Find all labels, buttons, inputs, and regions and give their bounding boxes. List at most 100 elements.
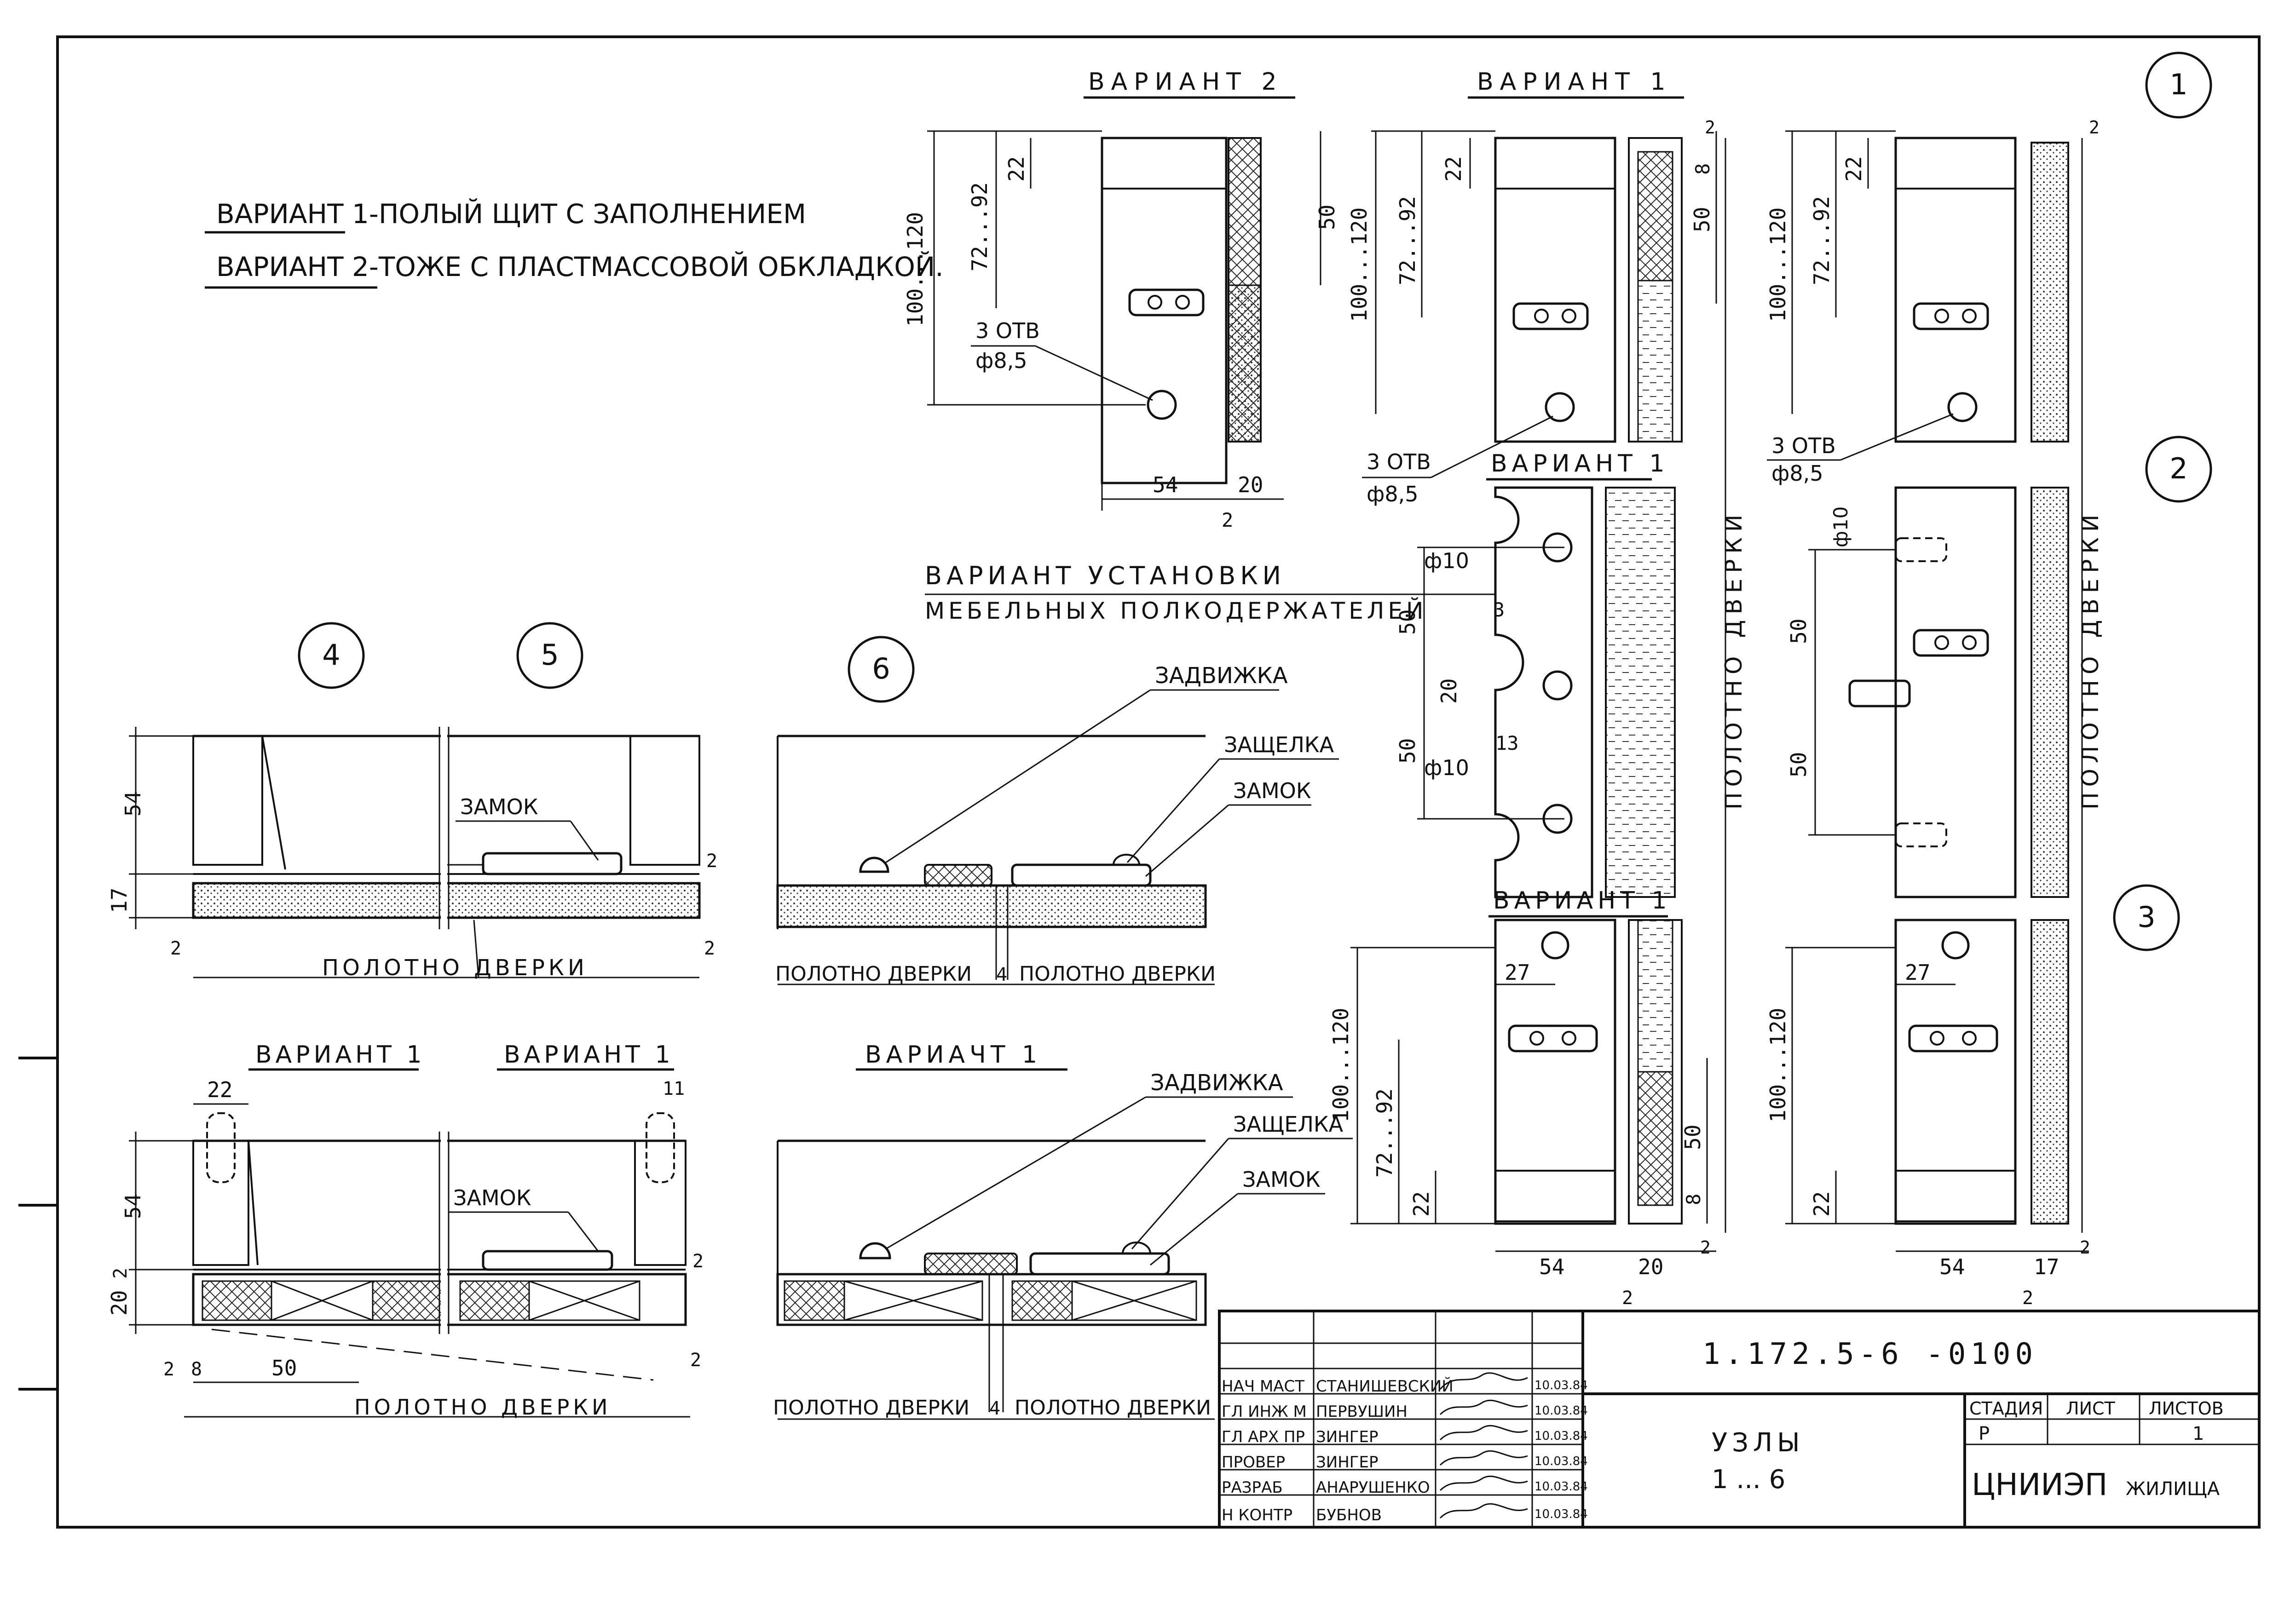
signature-row-3: ПРОВЕР ЗИНГЕР 10.03.84 xyxy=(1222,1450,1588,1472)
dim-20: 20 xyxy=(1638,1254,1663,1279)
dim-50: 50 xyxy=(1395,610,1420,635)
dim-72-92: 72...92 xyxy=(1809,196,1834,285)
svg-text:6: 6 xyxy=(872,652,890,685)
dim-22: 22 xyxy=(207,1077,232,1102)
svg-text:Н КОНТР: Н КОНТР xyxy=(1222,1506,1292,1524)
variant-notes: ВАРИАНТ 1-ПОЛЫЙ ЩИТ С ЗАПОЛНЕНИЕМ ВАРИАН… xyxy=(205,198,944,289)
bottom-left-variants: ВАРИАНТ 1 ВАРИАНТ 1 ЗАМОК 54 2 20 22 xyxy=(107,1041,704,1420)
phi10-label: ф10 xyxy=(1424,548,1469,573)
door-leaf-label: ПОЛОТНО ДВЕРКИ xyxy=(354,1395,611,1420)
svg-text:ЗИНГЕР: ЗИНГЕР xyxy=(1316,1453,1379,1472)
phi10-label: ф10 xyxy=(1829,506,1852,547)
dim-4: 4 xyxy=(989,1398,1000,1419)
dim-54: 54 xyxy=(1539,1254,1564,1279)
dim-20: 20 xyxy=(1436,678,1461,704)
node-3-variant-2: 100...120 22 27 54 17 2 2 xyxy=(1765,919,2090,1309)
svg-text:НАЧ МАСТ: НАЧ МАСТ xyxy=(1222,1377,1304,1396)
signature-row-5: Н КОНТР БУБНОВ 10.03.84 xyxy=(1222,1503,1588,1524)
holes-label: 3 ОТВ xyxy=(1367,449,1431,474)
door-leaf-left: ПОЛОТНО ДВЕРКИ xyxy=(775,962,972,986)
svg-text:АНАРУШЕНКО: АНАРУШЕНКО xyxy=(1316,1478,1430,1497)
heading-var1-b2: ВАРИАНТ 1 xyxy=(504,1041,674,1069)
dim-4: 4 xyxy=(996,964,1007,985)
doc-code: 1.172.5-6 -0100 xyxy=(1702,1337,2037,1371)
svg-text:3: 3 xyxy=(2137,900,2155,934)
dim-2: 2 xyxy=(2080,1237,2090,1258)
hole-dia-label: ф8,5 xyxy=(1367,482,1418,506)
note-variant2: ВАРИАНТ 2-ТОЖЕ С ПЛАСТМАССОВОЙ ОБКЛАДКОЙ… xyxy=(216,251,944,282)
signature-row-4: РАЗРАБ АНАРУШЕНКО 10.03.84 xyxy=(1222,1475,1588,1497)
svg-text:10.03.84: 10.03.84 xyxy=(1535,1404,1588,1418)
door-leaf-vertical: ПОЛОТНО ДВЕРКИ xyxy=(2077,509,2104,810)
latch-label: ЗАЩЕЛКА xyxy=(1233,1112,1344,1137)
dim-2: 2 xyxy=(2022,1288,2033,1309)
dim-2: 2 xyxy=(1700,1237,1711,1258)
dim-50: 50 xyxy=(271,1356,297,1380)
dim-54: 54 xyxy=(1153,472,1178,497)
svg-text:4: 4 xyxy=(322,638,340,672)
dim-2: 2 xyxy=(2089,117,2100,138)
bottom-middle-variant: ВАРИАЧТ 1 ЗАДВИЖКА ЗАЩЕЛКА ЗАМОК ПОЛОТНО… xyxy=(773,1041,1353,1420)
node-marker-6: 6 xyxy=(848,636,915,703)
dim-17: 17 xyxy=(107,888,132,913)
org-sub: ЖИЛИЩА xyxy=(2126,1478,2220,1500)
shelf-title-1: ВАРИАНТ УСТАНОВКИ xyxy=(925,561,1286,590)
dim-27: 27 xyxy=(1905,960,1930,985)
dim-22: 22 xyxy=(1841,156,1866,182)
dim-2: 2 xyxy=(163,1359,174,1380)
bolt-label: ЗАДВИЖКА xyxy=(1155,663,1288,689)
hole-circle xyxy=(1147,390,1177,420)
dim-50: 50 xyxy=(1690,207,1714,232)
dim-50: 50 xyxy=(1315,205,1339,230)
dim-3: 3 xyxy=(1493,598,1505,621)
svg-text:ЗИНГЕР: ЗИНГЕР xyxy=(1316,1428,1379,1446)
dim-100-120: 100...120 xyxy=(1328,1008,1353,1122)
svg-text:ГЛ ИНЖ М: ГЛ ИНЖ М xyxy=(1222,1403,1307,1421)
heading-var1-b1: ВАРИАНТ 1 xyxy=(255,1041,426,1069)
sheet-frame xyxy=(56,35,2261,1529)
stage-header: СТАДИЯ xyxy=(1969,1398,2043,1419)
hole-dia-label: ф8,5 xyxy=(1771,461,1823,486)
signature-scribble xyxy=(1439,1450,1528,1466)
node-4-5-section: 54 17 2 2 2 ЗАМОК ПОЛОТНО ДВЕРКИ xyxy=(107,727,717,981)
sheet-title-2: 1 ... 6 xyxy=(1712,1465,1785,1495)
heading-var1-top: ВАРИАНТ 1 xyxy=(1477,68,1672,96)
shelf-holder-variant-2: ф10 50 50 ПОЛОТНО ДВЕРКИ xyxy=(1786,138,2104,1233)
dim-2: 2 xyxy=(706,851,717,872)
node-1-variant-1: ВАРИАНТ 1 100...120 72...92 22 50 8 2 3 … xyxy=(1347,68,1717,506)
heading-var1-mid: ВАРИАНТ 1 xyxy=(1491,450,1669,477)
node-marker-5: 5 xyxy=(516,622,583,689)
node-1-variant-2: ВАРИАНТ 2 100...120 72...92 22 50 54 20 … xyxy=(903,68,1339,531)
dim-2: 2 xyxy=(1622,1288,1633,1309)
shelf-title-2: МЕБЕЛЬНЫХ ПОЛКОДЕРЖАТЕЛЕЙ xyxy=(925,597,1427,624)
svg-text:5: 5 xyxy=(541,638,559,672)
dim-20: 20 xyxy=(107,1290,132,1316)
heading-var1-b3: ВАРИАЧТ 1 xyxy=(865,1041,1042,1069)
svg-text:10.03.84: 10.03.84 xyxy=(1535,1480,1588,1494)
shelf-holder-variant: ВАРИАНТ 1 ВАРИАНТ УСТАНОВКИ МЕБЕЛЬНЫХ ПО… xyxy=(925,138,1747,1233)
node-marker-4: 4 xyxy=(298,622,365,689)
dim-100-120: 100...120 xyxy=(1347,207,1372,322)
phi10-label: ф10 xyxy=(1424,755,1469,780)
dim-72-92: 72...92 xyxy=(967,182,992,271)
node-1-variant-3: 100...120 72...92 22 2 3 ОТВ ф8,5 xyxy=(1765,117,2100,486)
svg-text:ГЛ АРХ ПР: ГЛ АРХ ПР xyxy=(1222,1428,1305,1446)
dim-2: 2 xyxy=(690,1350,701,1371)
dim-2: 2 xyxy=(110,1268,131,1279)
svg-text:2: 2 xyxy=(2169,452,2187,485)
dim-2: 2 xyxy=(170,938,181,959)
svg-text:БУБНОВ: БУБНОВ xyxy=(1316,1506,1382,1524)
holes-label: 3 ОТВ xyxy=(1771,433,1836,458)
dim-50: 50 xyxy=(1786,619,1811,644)
node-6-section: ЗАДВИЖКА ЗАЩЕЛКА ЗАМОК ПОЛОТНО ДВЕРКИ 4 … xyxy=(775,663,1339,986)
sheets-header: ЛИСТОВ xyxy=(2149,1398,2224,1419)
stage-value: Р xyxy=(1979,1423,1990,1444)
title-block: 1.172.5-6 -0100 УЗЛЫ 1 ... 6 СТАДИЯ ЛИСТ… xyxy=(1218,1310,2261,1529)
svg-text:ПЕРВУШИН: ПЕРВУШИН xyxy=(1316,1403,1408,1421)
signature-scribble xyxy=(1439,1425,1528,1441)
dim-54: 54 xyxy=(121,1194,145,1219)
dim-54: 54 xyxy=(1939,1254,1965,1279)
note-variant1: ВАРИАНТ 1-ПОЛЫЙ ЩИТ С ЗАПОЛНЕНИЕМ xyxy=(216,198,806,230)
dim-8: 8 xyxy=(1691,163,1714,175)
